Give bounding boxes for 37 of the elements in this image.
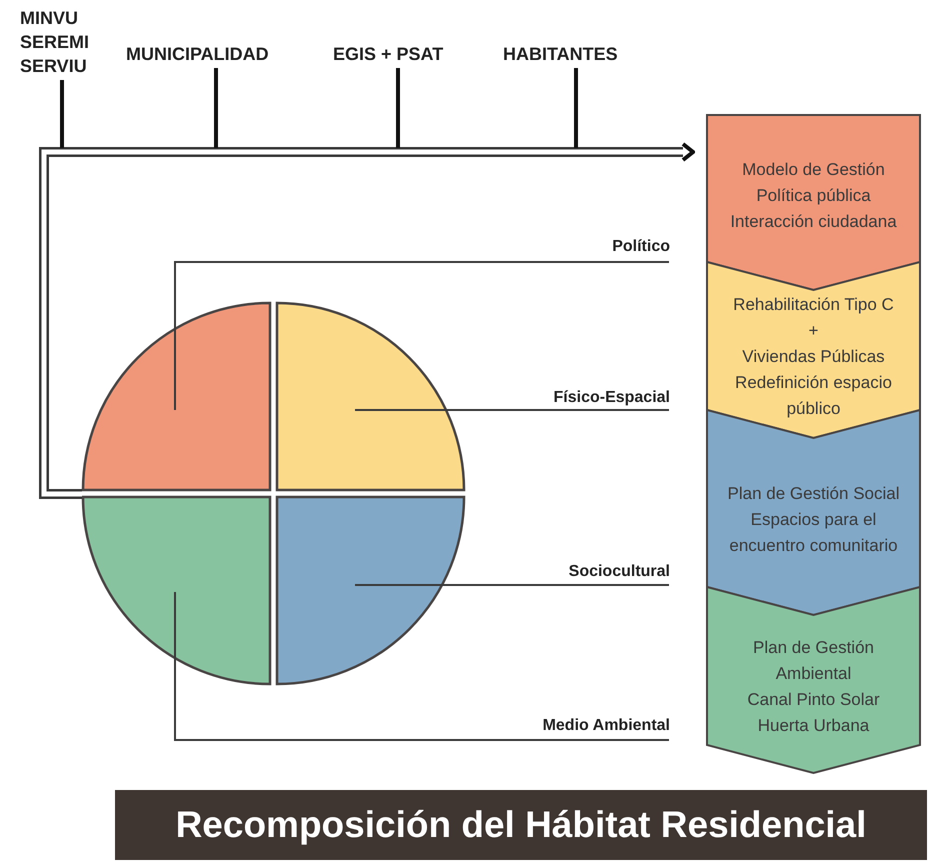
dimension-label: Físico-Espacial xyxy=(552,388,670,408)
leader-line xyxy=(355,584,669,586)
block-text: Canal Pinto Solar xyxy=(747,689,880,711)
pie-quadrant xyxy=(81,301,273,493)
tick-line xyxy=(60,80,64,148)
dimension-label: Medio Ambiental xyxy=(542,716,670,736)
leader-line xyxy=(174,592,669,741)
actor-label: HABITANTES xyxy=(503,43,619,66)
leader-line xyxy=(355,409,669,411)
dimension-label: Sociocultural xyxy=(568,562,670,582)
block-text: Interacción ciudadana xyxy=(730,210,897,232)
pie-quadrant xyxy=(81,495,273,687)
tick-line xyxy=(214,68,218,148)
pie-quadrant xyxy=(275,301,467,493)
actor-label: EGIS + PSAT xyxy=(333,43,444,66)
block-text: Plan de Gestión Social xyxy=(728,482,900,504)
title-banner: Recomposición del Hábitat Residencial xyxy=(115,790,927,860)
block-text: Política pública xyxy=(756,184,871,206)
block-text: Viviendas Públicas xyxy=(742,346,885,368)
block-text: + xyxy=(808,320,818,342)
chevron-block xyxy=(707,115,920,290)
block-text: Rehabilitación Tipo C xyxy=(733,294,894,316)
leader-line xyxy=(174,261,669,410)
tick-line xyxy=(396,68,400,148)
dimension-label: Político xyxy=(611,237,670,257)
pie-quadrant xyxy=(275,495,467,687)
block-text: Espacios para el encuentro comunitario xyxy=(728,508,899,556)
block-text: Redefinición espacio público xyxy=(734,372,893,420)
block-text: Modelo de Gestión xyxy=(742,158,885,180)
block-text: Huerta Urbana xyxy=(758,715,870,737)
chevron-block xyxy=(707,587,920,773)
chevron-block xyxy=(707,262,920,438)
block-text: Plan de Gestión Ambiental xyxy=(752,637,875,685)
tick-line xyxy=(574,68,578,148)
actor-label: MINVU SEREMI SERVIU xyxy=(20,7,90,78)
actor-label: MUNICIPALIDAD xyxy=(126,43,270,66)
double-line-arrow xyxy=(39,142,695,499)
